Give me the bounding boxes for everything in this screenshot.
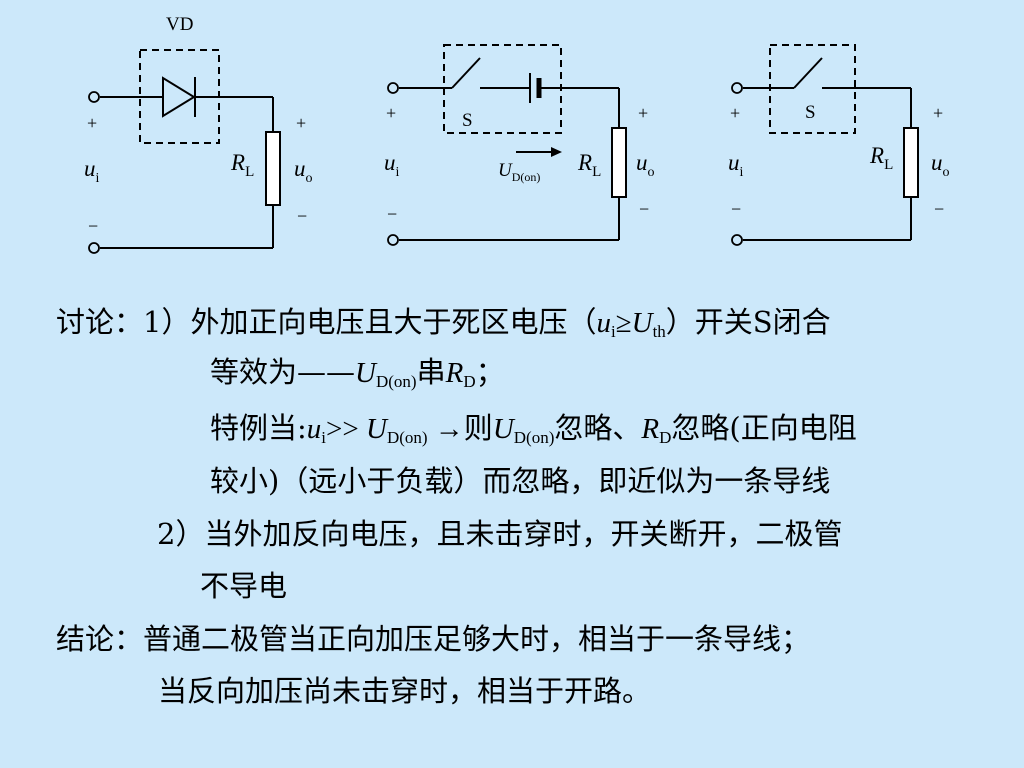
text-segment: 特例当: xyxy=(210,411,307,445)
input-terminal-bottom xyxy=(88,242,100,254)
load-resistor xyxy=(265,131,281,206)
uo-label: uo xyxy=(931,150,950,180)
ui-label: ui xyxy=(728,150,744,180)
discussion-line-3: 特例当:ui>> UD(on) →则UD(on)忽略、RD忽略(正向电阻 xyxy=(210,410,857,447)
symbol-U: U xyxy=(492,413,514,445)
ui-plus: + xyxy=(87,113,97,133)
uo-plus: + xyxy=(638,103,648,123)
uo-label: uo xyxy=(636,150,655,180)
input-terminal-top xyxy=(731,82,743,94)
switch-battery-circuit: S + − ui UD(on) RL + − uo xyxy=(384,44,655,246)
symbol-R: R xyxy=(641,413,660,445)
ui-minus: − xyxy=(387,204,397,224)
discussion-line-1: 讨论：1）外加正向电压且大于死区电压（ui≥Uth）开关S闭合 xyxy=(56,304,831,341)
load-resistor xyxy=(903,127,919,198)
symbol-R: R xyxy=(445,357,464,389)
uo-minus: − xyxy=(934,199,944,219)
voltage-arrow-head xyxy=(551,147,562,157)
subscript: D(on) xyxy=(375,372,417,391)
symbol-U: U xyxy=(365,413,387,445)
uo-minus: − xyxy=(639,199,649,219)
discussion-line-5: 2）当外加反向电压，且未击穿时，开关断开，二极管 xyxy=(157,517,843,551)
text-segment: ； xyxy=(475,355,505,389)
uo-label: uo xyxy=(294,156,313,186)
symbol-U: U xyxy=(631,307,653,339)
symbol-ge: ≥ xyxy=(615,307,632,339)
text-segment: 忽略(正向电阻 xyxy=(671,411,857,445)
discussion-line-2: 等效为——UD(on)串RD； xyxy=(210,354,505,391)
ui-plus: + xyxy=(730,103,740,123)
symbol-u: u xyxy=(596,307,611,339)
text-segment: 串 xyxy=(416,355,446,389)
rl-label: RL xyxy=(869,143,893,173)
uo-plus: + xyxy=(933,103,943,123)
switch-label: S xyxy=(462,110,473,131)
ui-label: ui xyxy=(384,150,400,180)
conclusion-line-2: 当反向加压尚未击穿时，相当于开路。 xyxy=(158,674,652,708)
switch-label: S xyxy=(805,102,816,123)
subscript: i xyxy=(321,428,327,447)
rl-label: RL xyxy=(230,150,254,180)
text-segment: 忽略、 xyxy=(554,411,642,445)
input-terminal-bottom xyxy=(387,234,399,246)
ui-label: ui xyxy=(84,156,100,186)
subscript: D xyxy=(463,372,476,391)
switch-dashed-box xyxy=(443,44,562,134)
load-resistor xyxy=(611,127,627,198)
subscript: D xyxy=(659,428,672,447)
symbol-u: u xyxy=(306,413,322,445)
uo-plus: + xyxy=(296,113,306,133)
diode-symbol xyxy=(162,76,196,118)
diode-dashed-box xyxy=(139,49,220,144)
input-terminal-top xyxy=(387,82,399,94)
subscript: th xyxy=(652,322,666,341)
text-segment: ）开关S闭合 xyxy=(665,305,831,339)
vd-label: VD xyxy=(166,14,193,35)
circuit-diagrams: VD + − ui RL + − uo S + − ui UD(on) RL +… xyxy=(84,14,950,254)
symbol-U: U xyxy=(355,357,376,389)
subscript: D(on) xyxy=(513,428,555,447)
rl-label: RL xyxy=(577,150,601,180)
subscript: i xyxy=(610,322,616,341)
ui-minus: − xyxy=(731,199,741,219)
switch-circuit: S + − ui RL + − uo xyxy=(728,44,950,246)
discussion-line-4: 较小)（远小于负载）而忽略，即近似为一条导线 xyxy=(210,464,831,498)
switch-dashed-box xyxy=(769,44,856,134)
text-segment: 讨论：1）外加正向电压且大于死区电压（ xyxy=(56,305,597,339)
ui-minus: − xyxy=(88,216,98,236)
discussion-line-6: 不导电 xyxy=(200,569,288,603)
ud-on-label: UD(on) xyxy=(498,160,540,184)
conclusion-line-1: 结论：普通二极管当正向加压足够大时，相当于一条导线； xyxy=(56,622,811,656)
subscript: D(on) xyxy=(386,428,428,447)
text-segment: →则 xyxy=(427,413,493,445)
text-segment: 等效为—— xyxy=(210,355,356,389)
ui-plus: + xyxy=(386,103,396,123)
input-terminal-bottom xyxy=(731,234,743,246)
diode-circuit: VD + − ui RL + − uo xyxy=(84,14,313,254)
uo-minus: − xyxy=(297,206,307,226)
symbol-gg: >> xyxy=(326,413,366,445)
input-terminal-top xyxy=(88,91,100,103)
